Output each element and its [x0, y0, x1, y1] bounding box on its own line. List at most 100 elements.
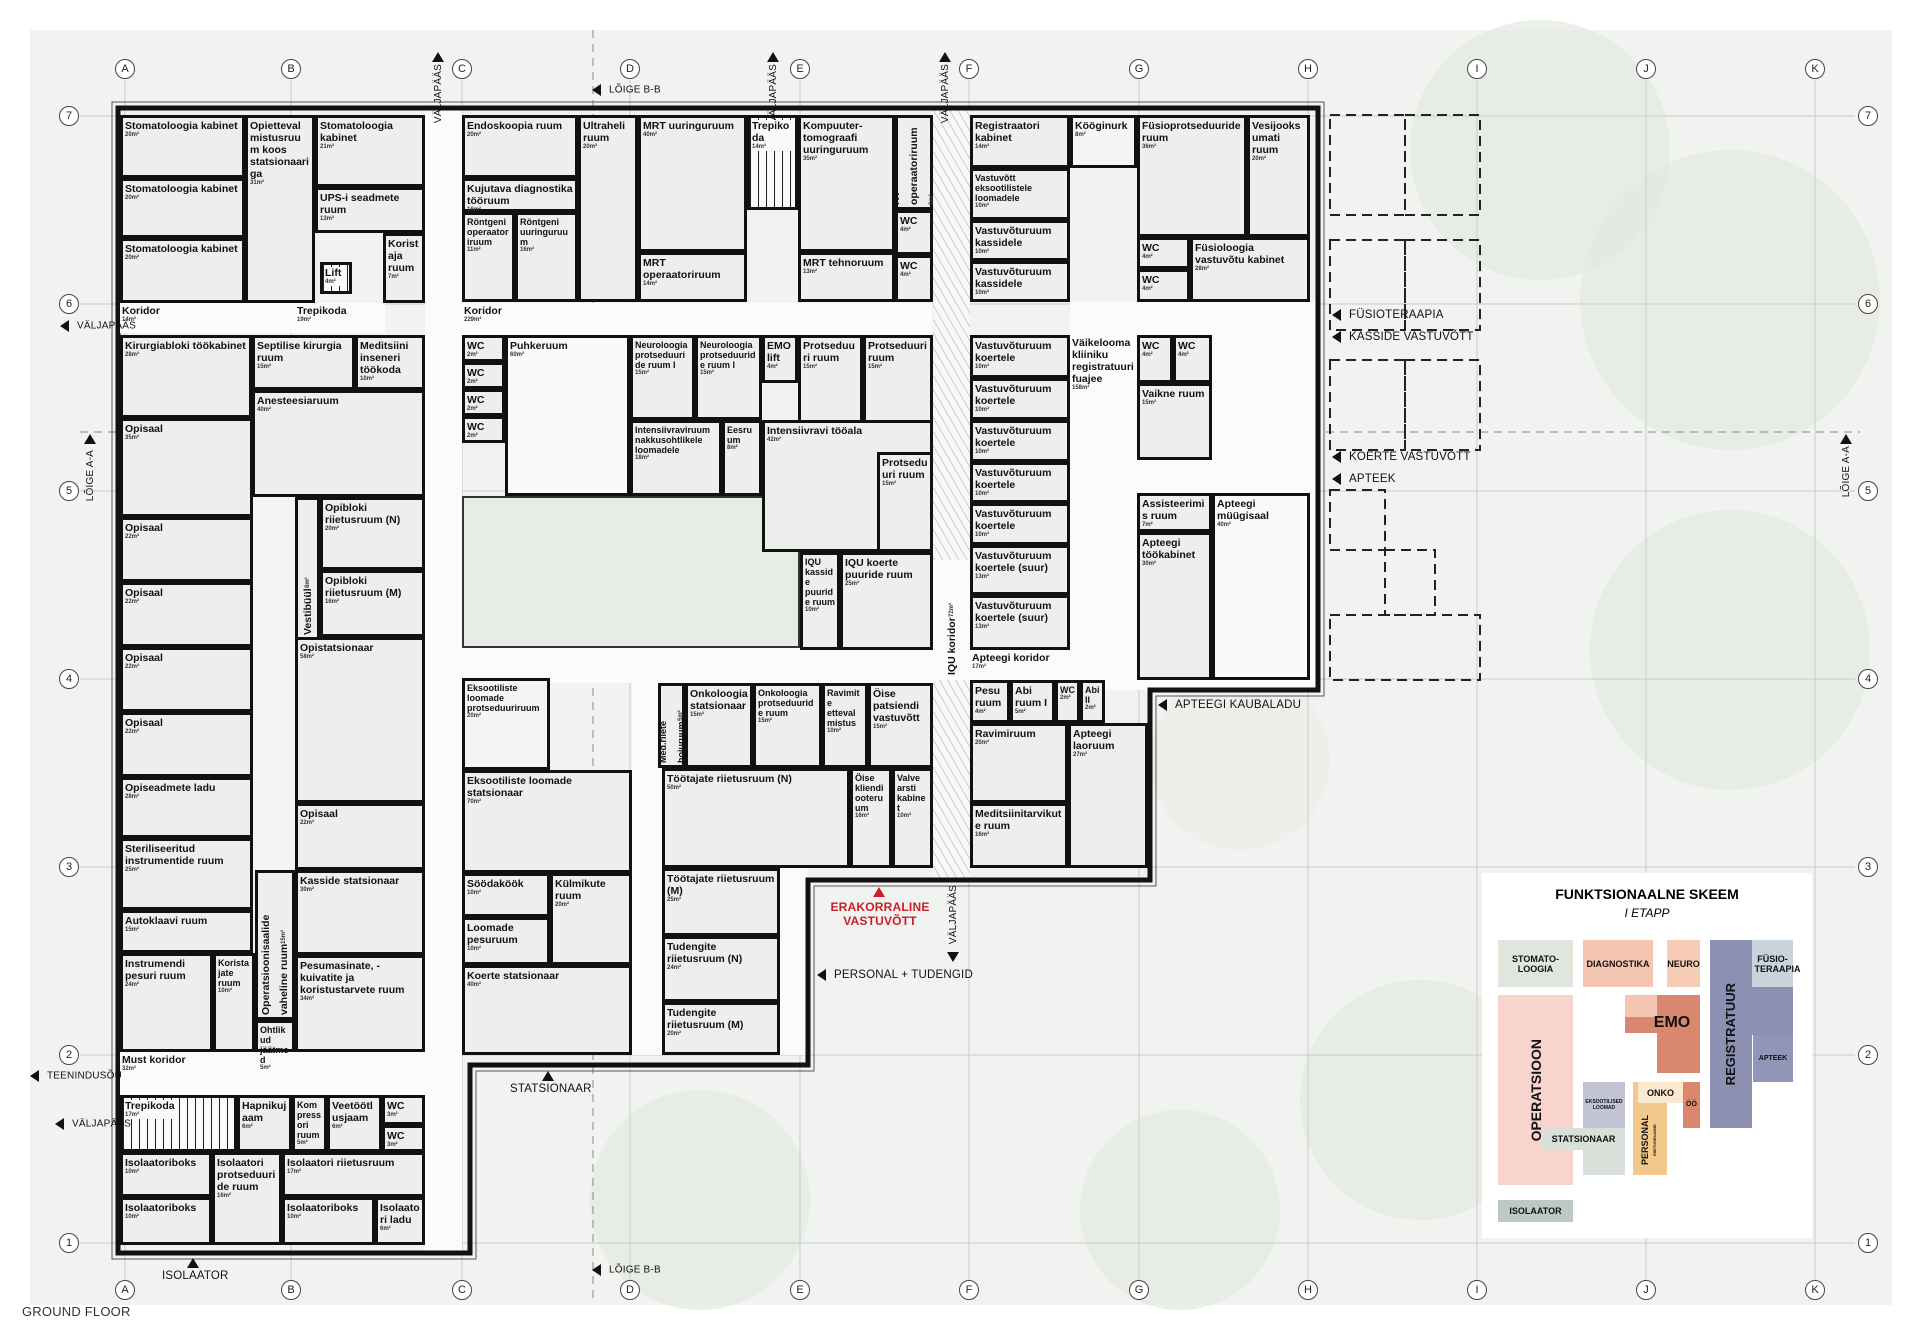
grid-axis-label: F	[959, 59, 979, 79]
room-area: 32m²	[122, 1066, 137, 1072]
room-name: Eksootiliste loomade statsionaar	[467, 775, 573, 799]
room-name: Protseduuri ruum	[882, 457, 928, 481]
facade-line	[111, 101, 1325, 1260]
room-name: Protseduuri ruum	[803, 340, 855, 364]
room-name: Opisaal	[125, 652, 163, 664]
section-arrow-icon	[592, 84, 601, 96]
room-area: 20m²	[555, 902, 570, 908]
room-name: Röntgeni uuringuruum	[520, 217, 568, 247]
room-area: 8m²	[304, 577, 311, 589]
room-name: WC	[387, 1130, 405, 1142]
room-label: Vastuvõturuum koertele (suur)13m²	[975, 550, 1065, 581]
room-name: Opisaal	[125, 522, 163, 534]
legend-diagnostika: DIAGNOSTIKA	[1583, 940, 1653, 987]
legend-apteek: APTEEK	[1753, 1035, 1793, 1082]
entrance-label: KASSIDE VASTUVÕTT	[1349, 331, 1474, 344]
room-name: Füsioloogia vastuvõtu kabinet	[1195, 242, 1285, 266]
room-area: 24m²	[125, 982, 140, 988]
grid-axis-label: 6	[59, 294, 79, 314]
room-area: 3m²	[387, 1142, 398, 1148]
room-name: Öise kliendi ooteruum	[855, 773, 884, 813]
room-name: Külmikute ruum	[555, 878, 606, 902]
section-bb-label: LÕIGE B-B	[609, 1264, 661, 1276]
room-name: Neuroloogia protseduuride ruum I	[700, 340, 756, 370]
room-label: Intensiivraviruum nakkusohtlikele loomad…	[635, 425, 717, 462]
legend-eksootilised: EKSOOTILISED LOOMAD	[1583, 1082, 1625, 1128]
room-name: Isolaatoriboks	[287, 1202, 359, 1214]
room-name: Trepikoda	[125, 1100, 175, 1112]
room-area: 15m²	[635, 370, 650, 376]
legend-label: NEURO	[1667, 958, 1700, 969]
room-name: Ravimite ettevalmistus	[827, 688, 860, 728]
room-area: 2m²	[467, 379, 478, 385]
room-name: Vestibüül	[301, 588, 314, 635]
room-name: Vastuvõturuum koertele	[975, 425, 1052, 449]
room-label: Opibloki riietusruum (N)20m²	[325, 502, 420, 533]
grid-axis-label: 7	[59, 106, 79, 126]
room-name: Endoskoopia ruum	[467, 120, 563, 132]
legend-label: APTEEK	[1758, 1054, 1788, 1062]
room-name: WC	[467, 394, 485, 406]
room-label: Opibloki riietusruum (M)16m²	[325, 575, 420, 606]
room-opiettevalmistusruum-koos-statsionaariga: Opiettevalmistusruum koos statsionaariga…	[245, 115, 315, 303]
room-area: 25m²	[845, 581, 860, 587]
room-name: WC	[1060, 685, 1075, 695]
room-area: 15m²	[758, 718, 773, 724]
room-name: Abi II	[1085, 685, 1100, 705]
room-area: 10m²	[975, 290, 990, 296]
room-area: 40m²	[1217, 522, 1232, 528]
room-area: 4m²	[1142, 286, 1153, 292]
tree-canopy	[1580, 150, 1880, 450]
room-intensiivraviruum-nakkusohtlikele-loomadele: Intensiivraviruum nakkusohtlikele loomad…	[630, 420, 722, 496]
room-name: Vastuvõturuum koertele (suur)	[975, 550, 1052, 574]
room-area: 42m²	[767, 437, 782, 443]
room-name: Intensiivraviruum nakkusohtlikele loomad…	[635, 425, 711, 455]
room-name: Protseduuri ruum	[868, 340, 927, 364]
room-area: 20m²	[583, 144, 598, 150]
room-tudengite-riietusruum-m: Tudengite riietusruum (M)20m²	[662, 1002, 780, 1055]
entrance-arrow-icon	[542, 1071, 554, 1081]
room-name: Trepikoda	[297, 305, 347, 317]
room-name: Puhkeruum	[510, 340, 568, 352]
room-name: Isolaatori riietusruum	[287, 1157, 395, 1169]
room-name: Isolaatoriboks	[125, 1202, 197, 1214]
room-label: Töötajate riietusruum (N)50m²	[667, 773, 845, 792]
